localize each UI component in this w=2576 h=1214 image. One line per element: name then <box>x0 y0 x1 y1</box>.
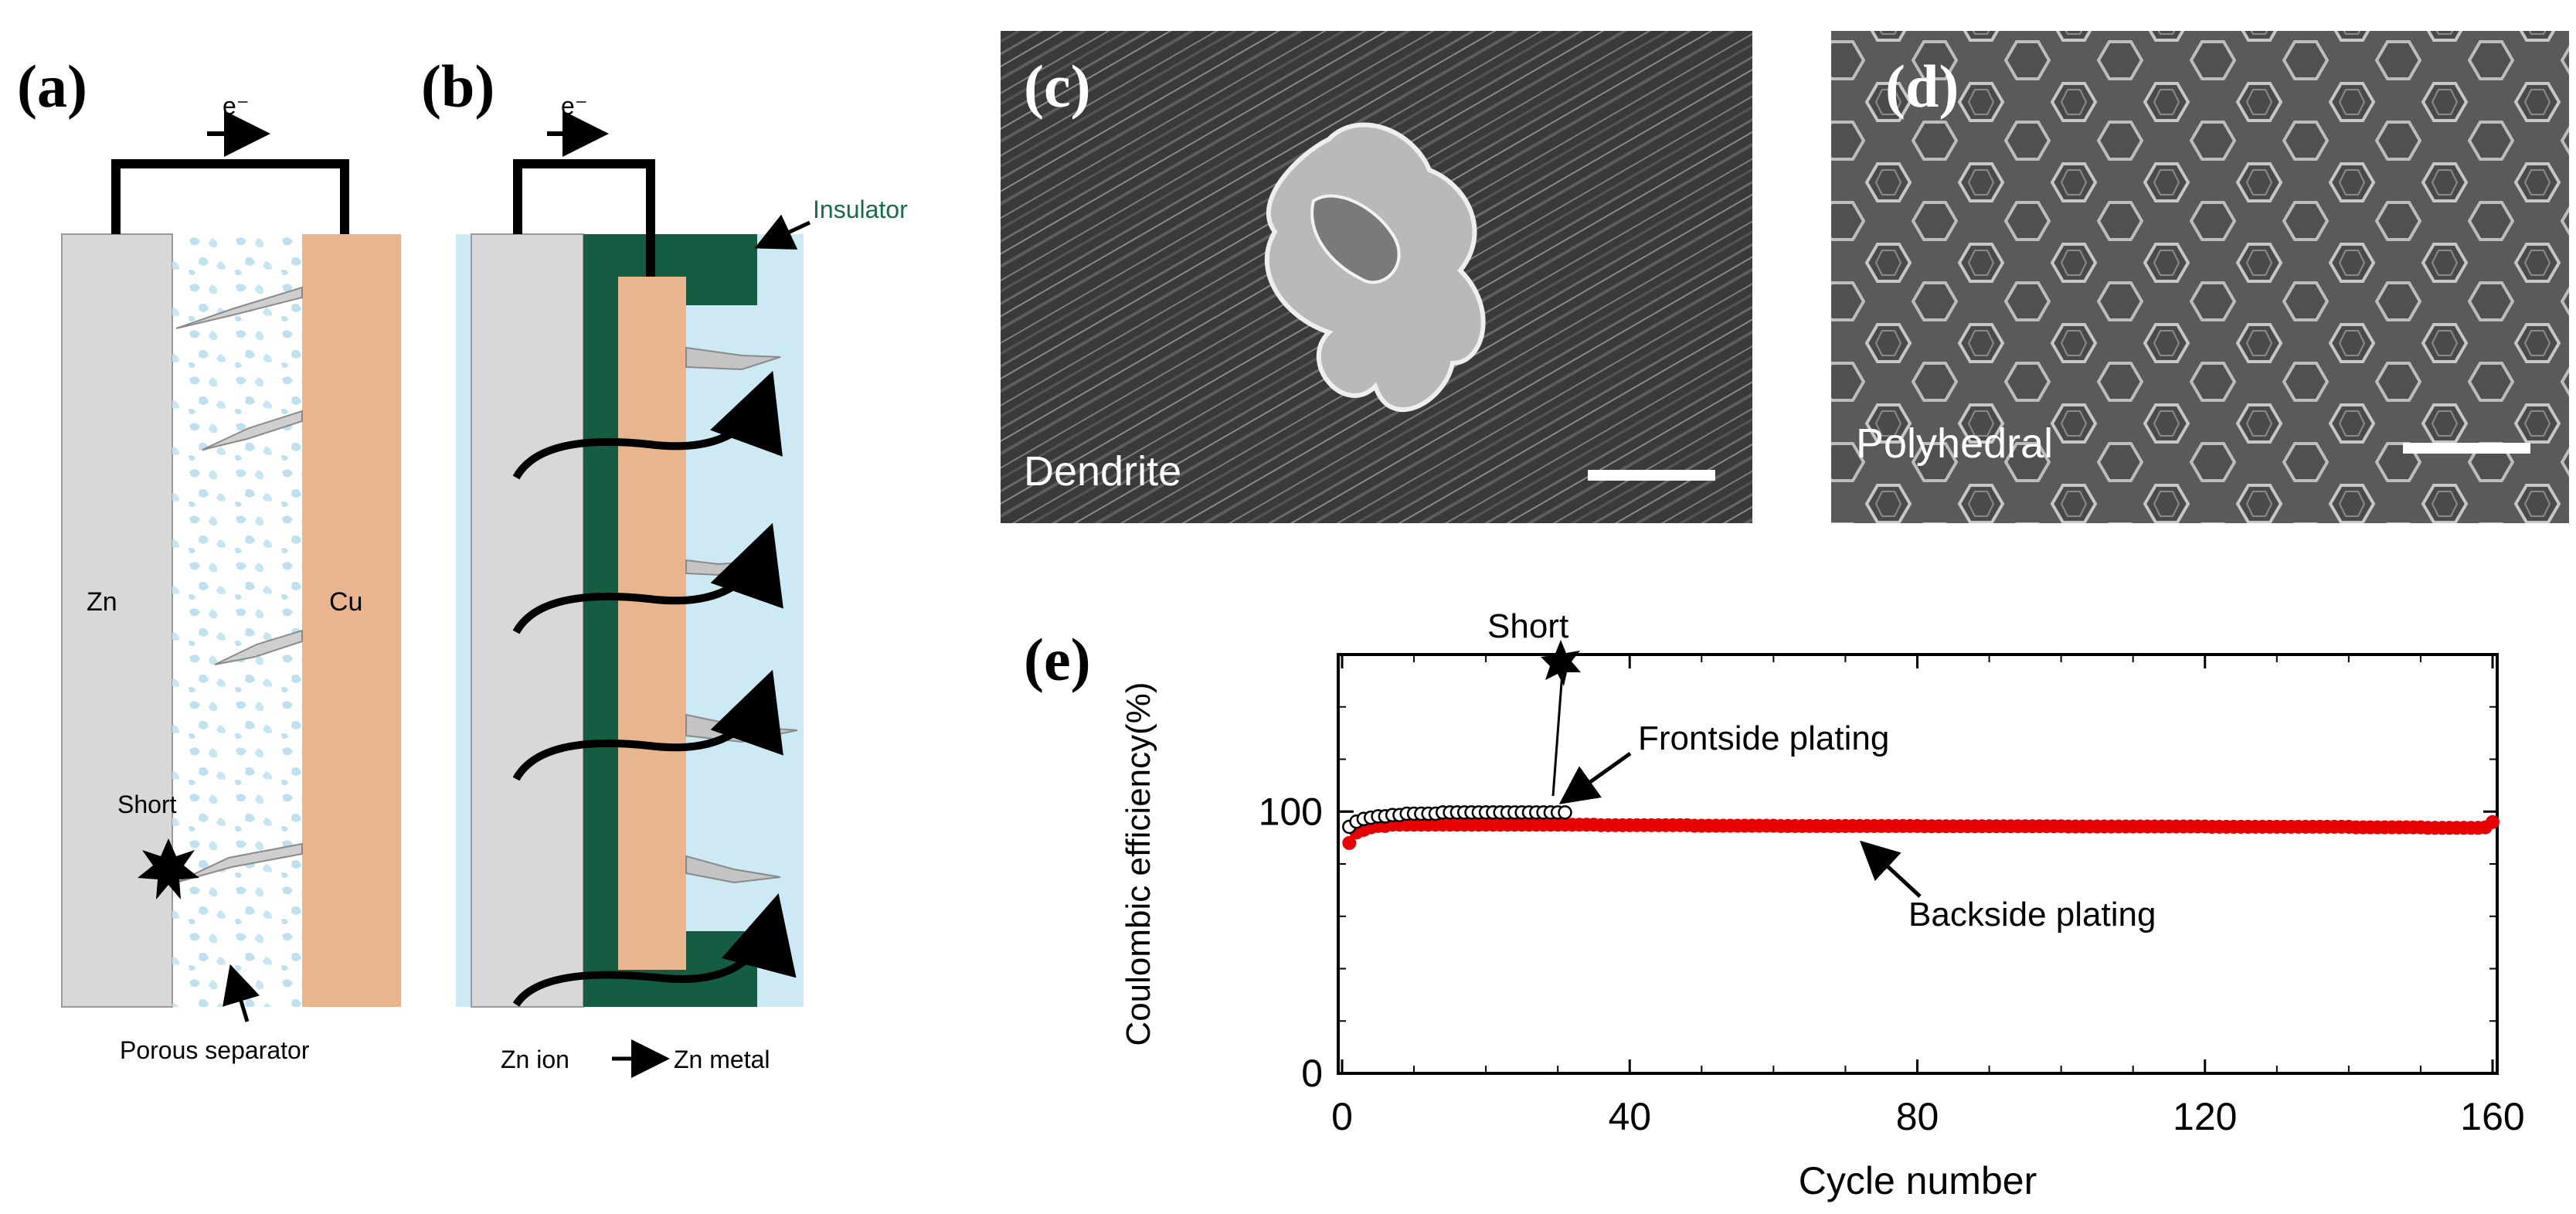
cu-electrode <box>302 234 401 1007</box>
panel-e-label: (e) <box>1024 626 1091 693</box>
separator-label: Porous separator <box>120 1036 310 1064</box>
panel-a-label: (a) <box>17 53 87 120</box>
backside-point <box>2486 814 2500 829</box>
series-backside-plating <box>1342 814 2500 850</box>
polyhedral-caption: Polyhedral <box>1856 420 2053 467</box>
dendrite-caption: Dendrite <box>1024 448 1181 495</box>
panel-a: (a) e⁻ Zn Cu Short Porous separator <box>17 53 401 1064</box>
zn-label: Zn <box>87 587 117 617</box>
zn-ion-label: Zn ion <box>501 1046 569 1073</box>
series-frontside-plating <box>1342 805 1572 835</box>
panel-e: (e) 0 40 80 120 160 0 100 Coulombic efficiency… <box>1024 607 2525 1202</box>
panel-d: (d) Polyhedral <box>1831 31 2569 523</box>
short-label: Short <box>117 791 177 818</box>
frontside-arrow <box>1558 751 1632 804</box>
y-tick-label: 0 <box>1301 1052 1323 1095</box>
zn-ion-arrows <box>512 370 797 1007</box>
backside-arrow <box>1859 840 1922 898</box>
panel-b: (b) e⁻ Insulator Zn ion Zn metal <box>421 53 908 1078</box>
zn-electrode <box>61 233 173 1008</box>
external-circuit <box>111 159 349 234</box>
electron-label: e⁻ <box>223 92 250 120</box>
panel-c: (c) Dendrite <box>1001 31 1752 523</box>
frontside-point <box>1558 805 1572 820</box>
panel-b-label: (b) <box>421 53 494 120</box>
dendrites <box>175 286 303 883</box>
x-tick-label: 0 <box>1331 1095 1353 1138</box>
zn-metal-label: Zn metal <box>674 1046 770 1073</box>
cu-electrode-b <box>618 277 686 970</box>
short-pointer-line <box>1551 672 1564 797</box>
external-circuit-b <box>513 159 655 277</box>
short-star-marker-icon <box>1541 640 1581 686</box>
panel-c-label: (c) <box>1024 53 1091 120</box>
short-annotation: Short <box>1487 607 1568 645</box>
separator-arrow <box>223 964 260 1022</box>
insulator-arrow <box>754 214 811 250</box>
short-star-icon <box>138 838 199 899</box>
x-axis-label: Cycle number <box>1799 1159 2037 1202</box>
panel-d-label: (d) <box>1885 53 1959 120</box>
cu-label: Cu <box>329 587 362 617</box>
porous-separator <box>172 234 302 1007</box>
scale-bar-d <box>2403 443 2530 454</box>
y-tick-label: 100 <box>1259 790 1323 833</box>
x-tick-label: 160 <box>2460 1095 2524 1138</box>
y-axis-label: Coulombic efficiency(%) <box>1120 682 1157 1046</box>
backside-point <box>1342 835 1357 850</box>
x-tick-label: 40 <box>1608 1095 1651 1138</box>
insulator-label: Insulator <box>813 196 908 223</box>
axis-ticks: 0 40 80 120 160 0 100 <box>1259 654 2525 1138</box>
backside-annotation: Backside plating <box>1908 896 2156 933</box>
sem-image-polyhedral <box>1831 31 2569 523</box>
x-tick-label: 120 <box>2173 1095 2237 1138</box>
scale-bar-c <box>1588 470 1715 481</box>
frontside-annotation: Frontside plating <box>1638 719 1889 757</box>
plot-frame <box>1337 653 2499 1075</box>
x-tick-label: 80 <box>1896 1095 1939 1138</box>
electron-label-b: e⁻ <box>561 92 588 120</box>
